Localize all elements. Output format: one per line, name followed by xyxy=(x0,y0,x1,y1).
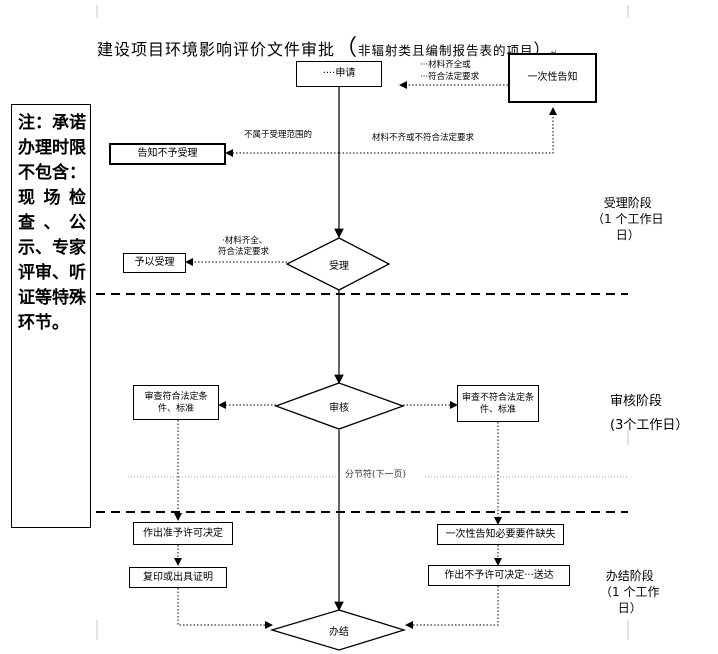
phase-review-days: (3个工作日） xyxy=(610,418,689,433)
label-materials-complete-top-2: ···符合法定要求 xyxy=(420,72,480,82)
not-meets-box: 审查不符合法定条件、标准 xyxy=(457,385,539,422)
phase-finish-days-2: 日） xyxy=(617,601,642,615)
phase-finish: 办结阶段 （1 个工作 日） xyxy=(600,568,659,616)
not-accept-box: 告知不予受理 xyxy=(109,143,226,165)
label-materials-incomplete: 材料不齐或不符合法定要求 xyxy=(372,133,475,143)
no-permit-decision-box: 作出不予许可决定···送达 xyxy=(428,565,570,586)
not-accept-label: 告知不予受理 xyxy=(137,148,198,159)
title-sub: 非辐射类且编制报告表的项目 xyxy=(358,43,534,58)
accept-notice-box: 予以受理 xyxy=(123,253,186,273)
label-materials-complete-mid-2: 符合法定要求 xyxy=(218,247,270,257)
phase-accept-days-2: 日） xyxy=(615,228,640,242)
page-margin-marks xyxy=(96,5,629,640)
phase-accept-days: （1 个工作日 xyxy=(592,212,664,226)
one-time-notice-label: 一次性告知 xyxy=(527,72,578,83)
title-paren-open: （ xyxy=(335,36,359,61)
label-materials-complete-top-1: ···材料齐全或 xyxy=(420,60,471,70)
meets-label: 审查符合法定条件、标准 xyxy=(144,391,208,414)
title-main: 建设项目环境影响评价文件审批 xyxy=(97,40,336,59)
one-time-missing-box: 一次性告知必要要件缺失 xyxy=(437,524,564,545)
copy-certificate-box: 复印或出具证明 xyxy=(129,567,227,588)
note-box: 注：承诺办理时限不包含：现场检查、公示、专家评审、听证等特殊环节。 xyxy=(11,104,91,528)
no-permit-to-finish-line xyxy=(405,586,499,629)
copy-certificate-label: 复印或出具证明 xyxy=(143,571,213,583)
phase-accept-title: 受理阶段 xyxy=(603,196,652,210)
review-diamond xyxy=(274,382,405,430)
phase-review-title: 审核阶段 xyxy=(610,394,663,409)
phase-review: 审核阶段 (3个工作日） xyxy=(610,390,688,438)
permit-decision-label: 作出准予许可决定 xyxy=(143,527,223,539)
document-title: 建设项目环境影响评价文件审批（非辐射类且编制报告表的项目）↵ xyxy=(97,30,558,62)
accept-diamond xyxy=(285,237,391,291)
label-section-break: 分节符(下一页) xyxy=(345,470,407,480)
copy-to-finish-line xyxy=(177,588,273,629)
no-permit-decision-label: 作出不予许可决定···送达 xyxy=(444,569,554,581)
finish-diamond xyxy=(269,609,407,651)
permit-decision-box: 作出准予许可决定 xyxy=(133,522,233,545)
review-node-label: 审核 xyxy=(329,402,349,414)
label-materials-complete-mid-1: ·材料齐全、 xyxy=(222,236,268,246)
one-time-notice-box: 一次性告知 xyxy=(508,53,597,103)
accept-notice-label: 予以受理 xyxy=(134,257,175,268)
apply-box: ····申请 xyxy=(296,61,382,87)
label-not-in-scope: 不属于受理范围的 xyxy=(244,130,313,140)
phase-finish-title: 办结阶段 xyxy=(605,569,654,583)
phase-finish-days: （1 个工作 xyxy=(600,585,660,599)
accept-node-label: 受理 xyxy=(329,260,349,272)
meets-box: 审查符合法定条件、标准 xyxy=(133,385,219,420)
one-time-missing-label: 一次性告知必要要件缺失 xyxy=(445,528,556,540)
to-one-time-notice-line xyxy=(339,107,557,154)
not-meets-label: 审查不符合法定条件、标准 xyxy=(462,392,535,415)
return-mark: ↵ xyxy=(551,48,559,57)
finish-node-label: 办结 xyxy=(329,626,349,638)
phase-accept: 受理阶段 （1 个工作日 日） xyxy=(592,195,663,243)
apply-label: ····申请 xyxy=(322,68,356,79)
